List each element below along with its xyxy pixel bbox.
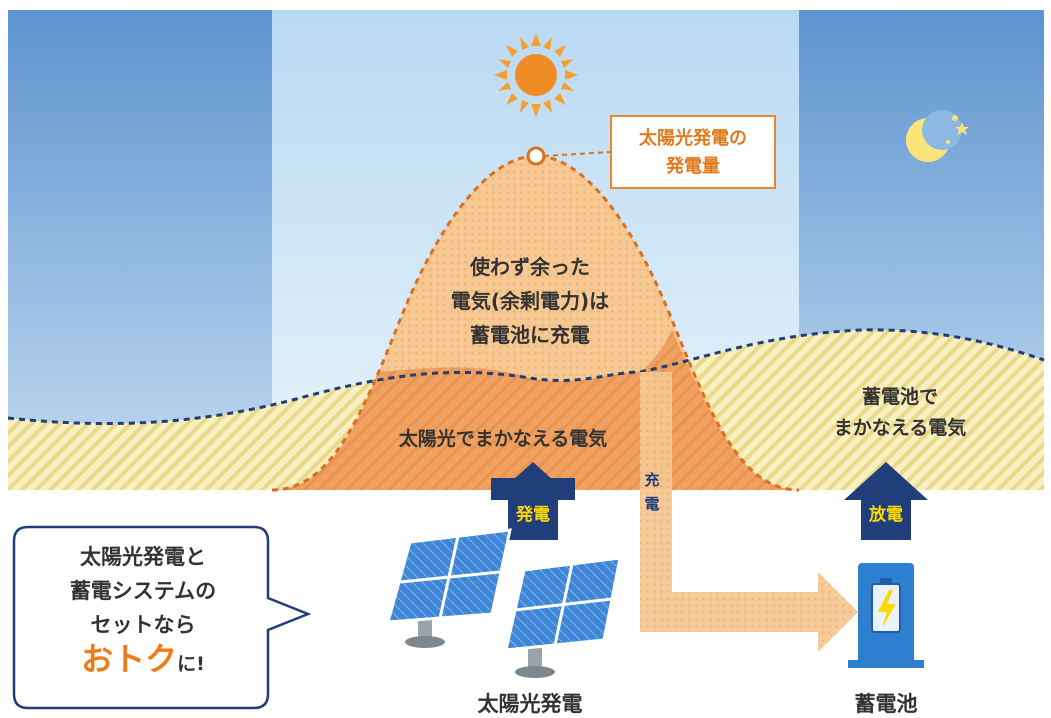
sun-icon (494, 33, 578, 117)
bubble-text: 太陽光発電と 蓄電システムの セットなら おトクに! (22, 540, 264, 681)
solar-covered-label: 太陽光でまかなえる電気 (398, 428, 608, 450)
battery-covered-line1: 蓄電池で (861, 386, 938, 408)
battery-covered-line2: まかなえる電気 (833, 417, 967, 439)
bubble-line2: 蓄電システムの (69, 579, 217, 603)
generation-arrow-label: 発電 (516, 505, 550, 525)
surplus-line3: 蓄電池に充電 (470, 323, 590, 347)
bubble-line1: 太陽光発電と (80, 545, 206, 569)
battery-label: 蓄電池 (854, 692, 918, 716)
generation-callout: 太陽光発電の 発電量 (610, 115, 776, 189)
solar-panel-icon (385, 528, 622, 678)
bubble-suffix: に! (177, 653, 205, 675)
callout-line1: 太陽光発電の (639, 128, 747, 149)
charge-label: 充 電 (640, 468, 664, 516)
bubble-highlight: おトク (81, 640, 178, 678)
charge-label-2: 電 (644, 495, 660, 513)
generation-arrow-head (491, 462, 575, 500)
discharge-arrow-head (844, 462, 928, 500)
bubble-line4: おトクに! (22, 642, 264, 681)
speech-bubble (12, 525, 312, 710)
discharge-arrow-label: 放電 (869, 505, 903, 525)
surplus-text: 使わず余った 電気(余剰電力)は 蓄電池に充電 (430, 250, 630, 352)
callout-leader (543, 151, 611, 157)
charge-flow (640, 372, 858, 652)
surplus-line1: 使わず余った (470, 255, 590, 279)
peak-marker (526, 146, 546, 166)
solar-label: 太陽光発電 (477, 692, 583, 716)
moon-icon (906, 110, 969, 162)
surplus-line2: 電気(余剰電力)は (450, 289, 610, 313)
battery-icon (848, 563, 924, 668)
charge-label-1: 充 (644, 471, 660, 489)
night-sky-left (8, 10, 272, 490)
generation-outline (271, 154, 800, 492)
bubble-line3: セットなら (90, 613, 196, 637)
battery-covered-label: 蓄電池で まかなえる電気 (800, 382, 1000, 444)
callout-line2: 発電量 (666, 156, 720, 177)
